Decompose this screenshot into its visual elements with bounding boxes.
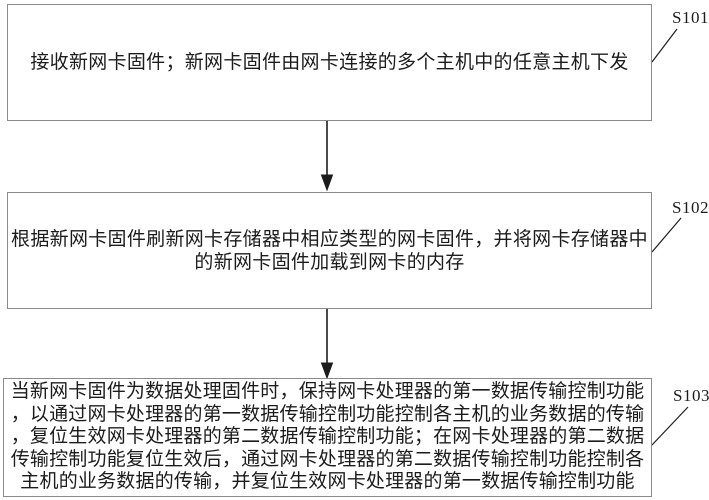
arrow-down-icon [320,362,334,380]
step-label-s101: S101 [672,8,709,27]
step-box-s101: 接收新网卡固件；新网卡固件由网卡连接的多个主机中的任意主机下发 [7,4,652,121]
step-text-line: 传输控制功能复位生效后，通过网卡处理器的第二数据传输控制功能控制各 [10,448,645,470]
leader-line-s101 [651,28,678,63]
step-text-line: 当新网卡固件为数据处理固件时，保持网卡处理器的第一数据传输控制功能 [10,381,645,403]
step-box-s102: 根据新网卡固件刷新网卡存储器中相应类型的网卡固件，并将网卡存储器中 的新网卡固件… [7,192,652,309]
step-box-s103: 当新网卡固件为数据处理固件时，保持网卡处理器的第一数据传输控制功能 ，以通过网卡… [3,378,652,497]
step-label-s102: S102 [672,198,709,217]
arrow-down-icon [320,174,334,192]
step-text-line: 的新网卡固件加载到网卡的内存 [194,251,465,273]
step-label-s103: S103 [673,386,709,405]
step-text-line: 接收新网卡固件；新网卡固件由网卡连接的多个主机中的任意主机下发 [30,52,629,73]
step-text-line: 主机的业务数据的传输，并复位生效网卡处理器的第一数据传输控制功能 [20,471,635,493]
step-text-line: ，以通过网卡处理器的第一数据传输控制功能控制各主机的业务数据的传输 [10,403,645,425]
leader-line-s103 [651,406,689,446]
leader-line-s102 [651,217,682,253]
step-text-line: ，复位生效网卡处理器的第二数据传输控制功能；在网卡处理器的第二数据 [10,426,645,448]
step-text-line: 根据新网卡固件刷新网卡存储器中相应类型的网卡固件，并将网卡存储器中 [11,228,648,250]
